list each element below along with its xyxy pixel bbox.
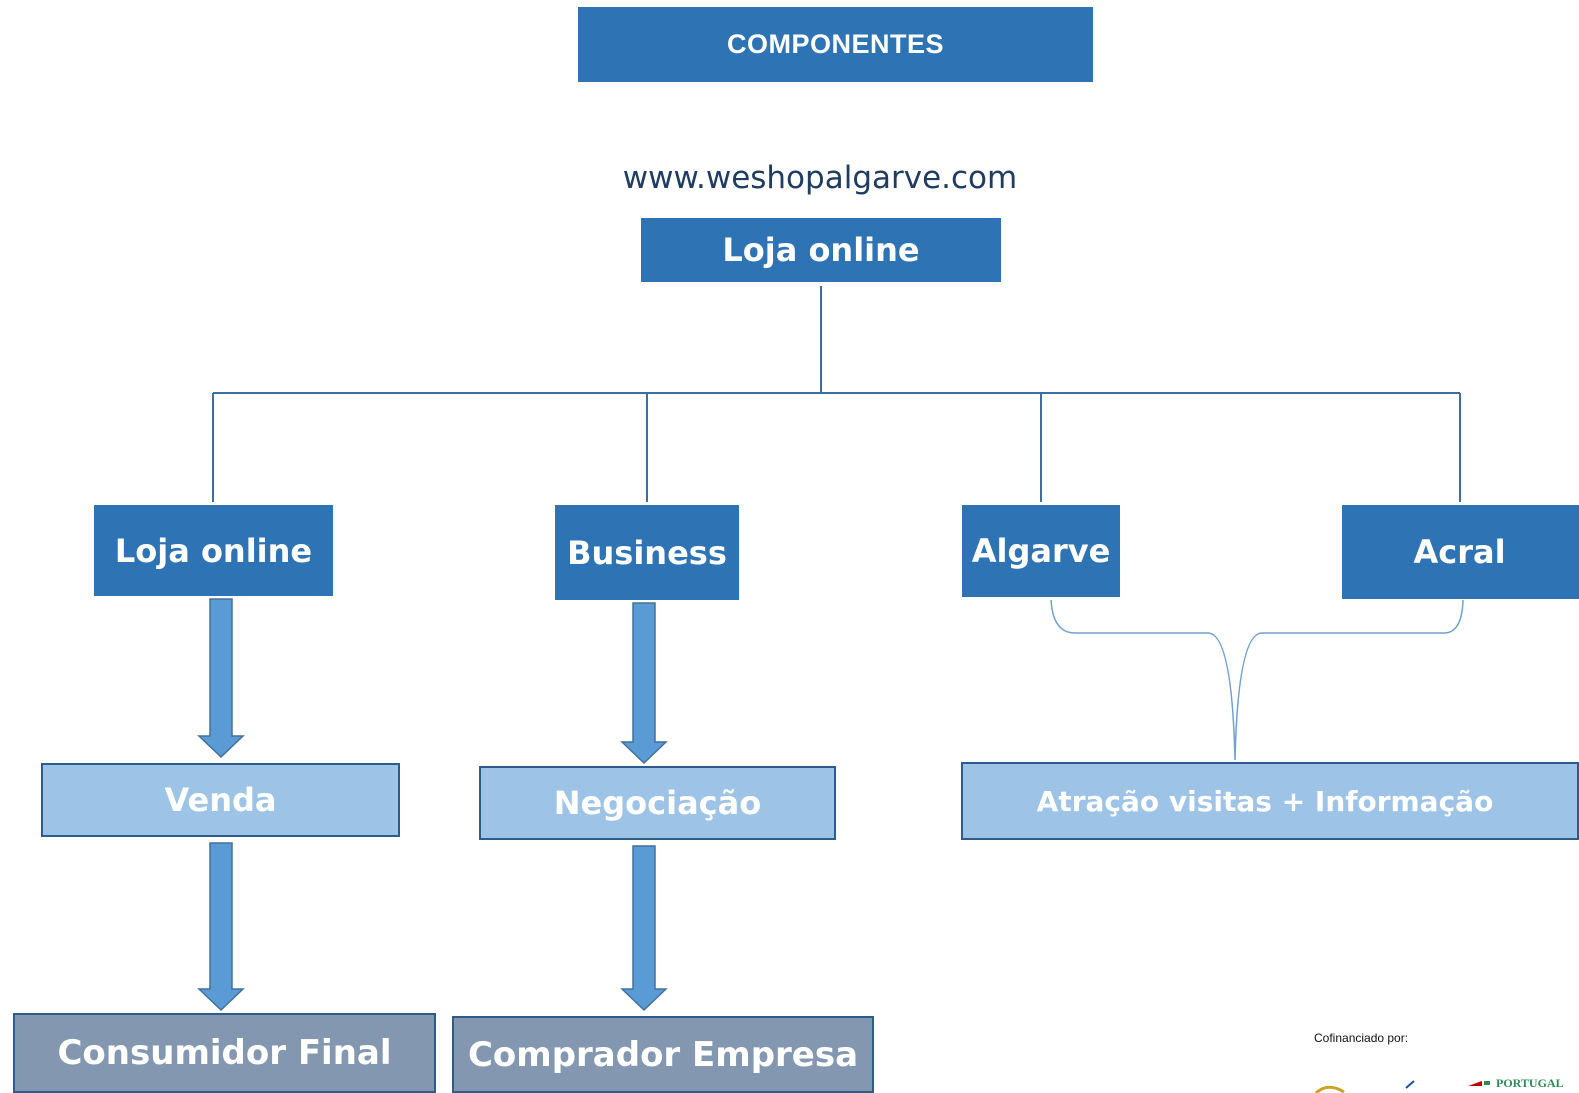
node-loja-online: Loja online bbox=[94, 505, 333, 596]
cofinanciado-label: Cofinanciado por: bbox=[1314, 1031, 1409, 1045]
header-title: COMPONENTES bbox=[726, 29, 945, 59]
logo-flag-bar bbox=[1484, 1081, 1490, 1085]
target-consumidor-final: Consumidor Final bbox=[13, 1013, 436, 1093]
node-business: Business bbox=[555, 505, 739, 600]
node-label: Acral bbox=[1413, 533, 1506, 571]
node-algarve: Algarve bbox=[962, 505, 1120, 597]
cofinancing-logos: PORTUGAL bbox=[1314, 1076, 1564, 1093]
outcome-negociacao: Negociação bbox=[479, 766, 836, 840]
logo-check-icon bbox=[1405, 1080, 1415, 1089]
arrow-negociacao-comprador bbox=[620, 845, 668, 1012]
tree-connectors bbox=[212, 286, 1461, 502]
node-label: Algarve bbox=[971, 532, 1111, 570]
outcome-venda: Venda bbox=[41, 763, 400, 837]
outcome-label: Atração visitas + Informação bbox=[1036, 784, 1494, 818]
root-node: Loja online bbox=[641, 218, 1001, 282]
logo-swoosh-icon bbox=[1314, 1085, 1345, 1093]
portugal-logo-text: PORTUGAL bbox=[1496, 1076, 1564, 1090]
outcome-label: Venda bbox=[164, 781, 277, 819]
target-comprador-empresa: Comprador Empresa bbox=[452, 1016, 874, 1093]
website-url: www.weshopalgarve.com bbox=[622, 160, 1018, 196]
logo-flag-icon bbox=[1468, 1081, 1482, 1086]
outcome-label: Negociação bbox=[553, 784, 762, 822]
outcome-atracao: Atração visitas + Informação bbox=[961, 762, 1579, 840]
target-label: Consumidor Final bbox=[57, 1033, 392, 1073]
down-arrows bbox=[197, 598, 668, 1012]
target-label: Comprador Empresa bbox=[467, 1034, 859, 1075]
curly-brace bbox=[1050, 599, 1464, 761]
root-node-label: Loja online bbox=[722, 231, 920, 269]
arrow-venda-consumidor bbox=[197, 842, 245, 1012]
node-label: Business bbox=[567, 533, 727, 572]
arrow-loja-venda bbox=[197, 598, 245, 759]
header-banner: COMPONENTES bbox=[578, 7, 1093, 82]
node-acral: Acral bbox=[1342, 505, 1579, 599]
node-label: Loja online bbox=[114, 531, 313, 570]
arrow-business-negociacao bbox=[620, 602, 668, 765]
